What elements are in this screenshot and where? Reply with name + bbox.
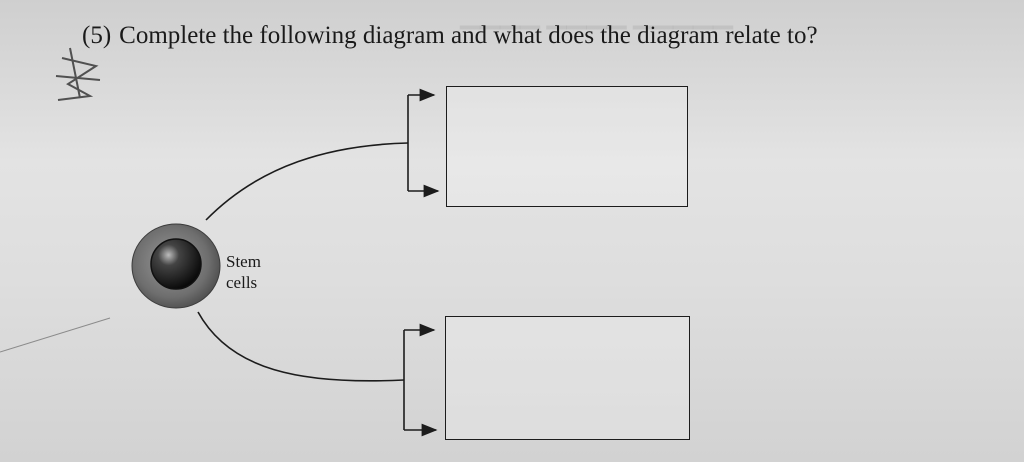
stem-label-line2: cells (226, 273, 258, 292)
answer-box-upper[interactable] (446, 86, 688, 207)
margin-stroke (0, 317, 111, 353)
upper-curve (205, 142, 409, 221)
stem-label-line1: Stem (226, 252, 261, 271)
question-text: Complete the following diagram and what … (119, 22, 818, 49)
question-number: (5) (82, 22, 112, 49)
stem-cells-label: Stem cells (226, 251, 261, 293)
pencil-scribble-icon (55, 47, 101, 101)
answer-box-lower[interactable] (445, 316, 690, 440)
question-heading: (5) Complete the following diagram and wh… (82, 22, 818, 50)
lower-curve (197, 311, 405, 382)
stem-cell-graphic (131, 223, 221, 309)
